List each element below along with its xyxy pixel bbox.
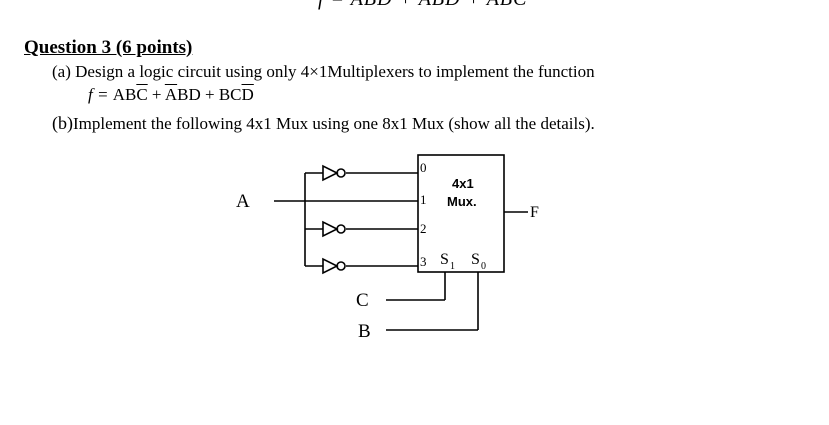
- function-expression: f = ABC + ABD + BCD: [88, 85, 254, 105]
- inverter-0-bubble: [336, 168, 346, 178]
- input-c-label: C: [356, 290, 369, 311]
- term2-b: BD: [177, 85, 201, 104]
- pin-2: 2: [420, 221, 427, 236]
- term3-a: BC: [218, 85, 242, 104]
- input-a-label: A: [236, 191, 250, 212]
- inverter-3: [322, 257, 339, 275]
- term1-a: A: [112, 85, 125, 104]
- mux-subtitle: Mux.: [447, 194, 477, 209]
- inverter-2-bubble: [336, 224, 346, 234]
- mux-box: [417, 154, 505, 273]
- mux-title: 4x1: [452, 176, 474, 191]
- pin-1: 1: [420, 192, 427, 207]
- select-s1-subscript: 1: [450, 261, 455, 272]
- term1-c-bar: C: [136, 85, 148, 104]
- truncated-formula: f = ABD + ABD + ABC: [318, 0, 528, 11]
- term2-a-bar: A: [164, 85, 178, 104]
- plus-1: +: [147, 85, 165, 104]
- question-title: Question 3 (6 points): [24, 37, 193, 58]
- plus-2: +: [200, 85, 219, 104]
- select-s1: S: [440, 251, 449, 268]
- part-b-label: (b): [52, 113, 73, 133]
- inverter-0: [322, 164, 339, 182]
- part-b-body: Implement the following 4x1 Mux using on…: [73, 114, 595, 133]
- term1-b: B: [124, 85, 137, 104]
- function-lhs: f =: [88, 85, 113, 104]
- input-b-label: B: [358, 321, 371, 342]
- pin-3: 3: [420, 254, 427, 269]
- inverter-3-bubble: [336, 261, 346, 271]
- inverter-2: [322, 220, 339, 238]
- pin-0: 0: [420, 160, 427, 175]
- part-a-body: Design a logic circuit using only 4×1Mul…: [75, 62, 595, 81]
- output-f-label: F: [530, 204, 539, 221]
- select-s0-subscript: 0: [481, 261, 486, 272]
- part-a-label: (a): [52, 62, 71, 81]
- select-s0: S: [471, 251, 480, 268]
- part-b-text: (b)Implement the following 4x1 Mux using…: [52, 113, 595, 134]
- term3-b-bar: D: [241, 85, 254, 104]
- part-a-text: (a) Design a logic circuit using only 4×…: [52, 62, 595, 82]
